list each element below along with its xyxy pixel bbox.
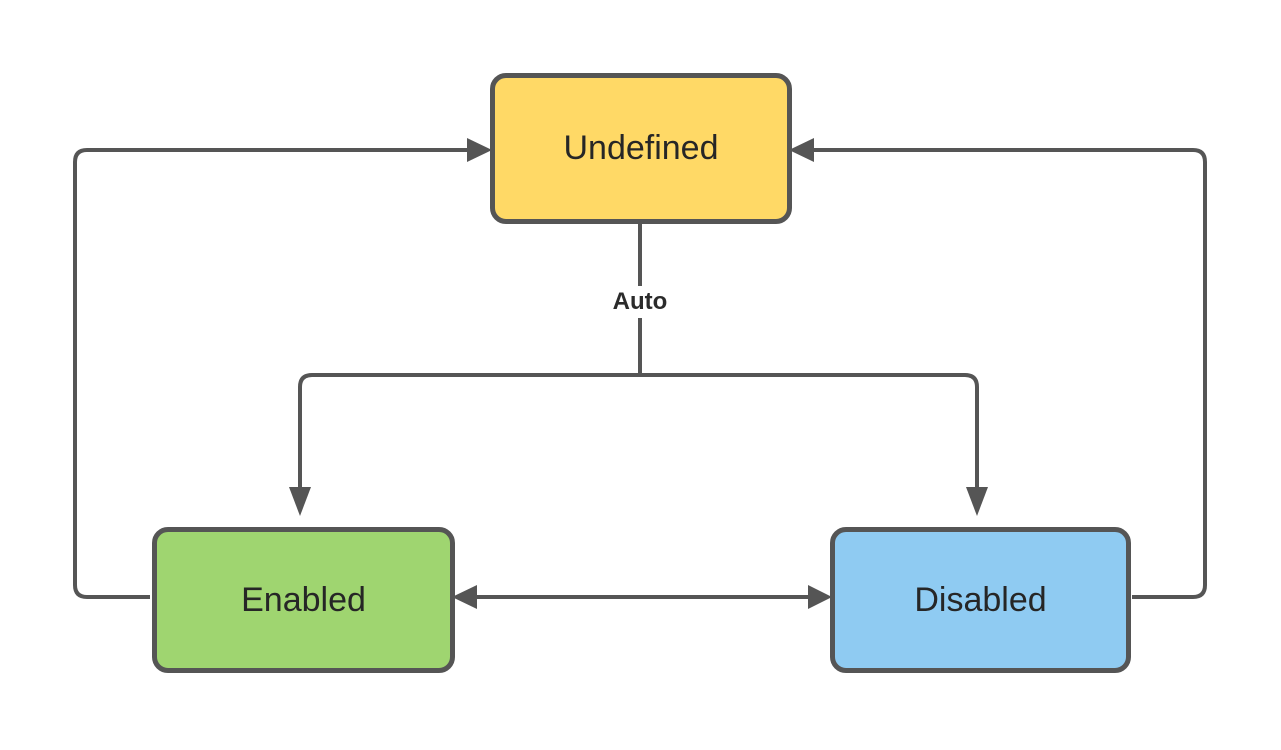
fork-branch-right bbox=[640, 373, 979, 487]
arrowhead-to-enabled bbox=[289, 487, 311, 516]
state-node-undefined[interactable]: Undefined bbox=[490, 73, 792, 224]
edge-undefined-to-enabled-disabled[interactable] bbox=[289, 224, 988, 516]
arrowhead-to-disabled-side bbox=[808, 585, 832, 609]
arrowhead-to-disabled bbox=[966, 487, 988, 516]
state-node-enabled[interactable]: Enabled bbox=[152, 527, 455, 673]
arrowhead-to-undefined-left bbox=[467, 138, 492, 162]
state-node-enabled-label: Enabled bbox=[241, 580, 366, 619]
arrowhead-to-undefined-right bbox=[789, 138, 814, 162]
arrowhead-to-enabled-side bbox=[452, 585, 477, 609]
edge-enabled-to-undefined[interactable] bbox=[73, 138, 492, 599]
state-node-undefined-label: Undefined bbox=[563, 129, 719, 167]
edge-label-auto: Auto bbox=[606, 286, 674, 318]
disabled-undefined-path bbox=[814, 148, 1207, 599]
edge-disabled-to-undefined[interactable] bbox=[789, 138, 1207, 599]
state-node-disabled-label: Disabled bbox=[914, 580, 1047, 619]
state-node-disabled[interactable]: Disabled bbox=[830, 527, 1131, 673]
edge-enabled-disabled[interactable] bbox=[452, 585, 832, 609]
fork-branch-left bbox=[298, 373, 640, 487]
enabled-undefined-path bbox=[73, 148, 467, 599]
